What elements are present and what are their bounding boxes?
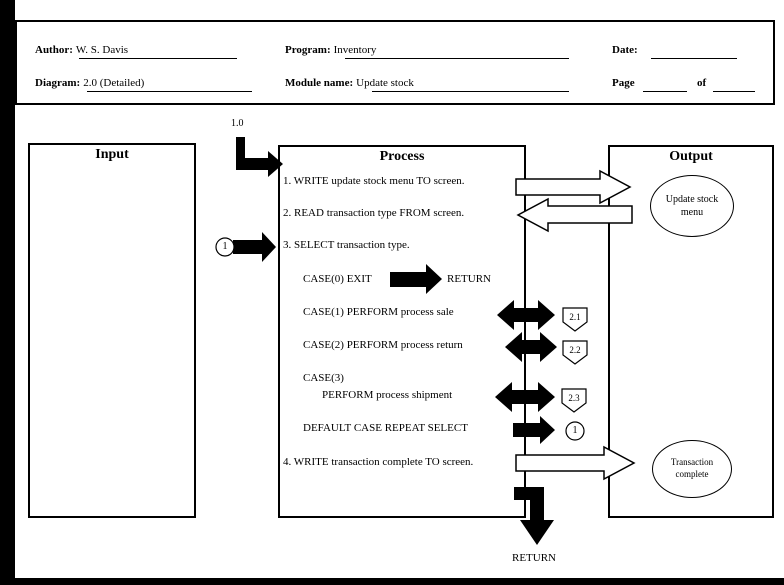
subroutine-2-2-connector bbox=[562, 340, 588, 365]
program-label: Program: bbox=[285, 44, 331, 56]
page-field: Page bbox=[612, 77, 635, 89]
date-field: Date: bbox=[612, 44, 638, 56]
update-stock-menu-output: Update stock menu bbox=[650, 175, 734, 237]
subroutine-2-1-label: 2.1 bbox=[569, 312, 581, 322]
process-box: Process bbox=[278, 145, 526, 518]
page-underline bbox=[643, 91, 687, 92]
output-title: Output bbox=[669, 149, 713, 164]
case-0-text: CASE(0) EXIT bbox=[303, 273, 372, 285]
subroutine-2-1-connector bbox=[562, 307, 588, 332]
case-1-text: CASE(1) PERFORM process sale bbox=[303, 306, 454, 318]
complete-output-arrow bbox=[515, 445, 636, 481]
loop-arrow bbox=[233, 232, 276, 262]
entry-arrow bbox=[236, 137, 283, 177]
module-value: Update stock bbox=[356, 77, 414, 89]
process-step-1: 1. WRITE update stock menu TO screen. bbox=[283, 175, 465, 187]
diagram-value: 2.0 (Detailed) bbox=[83, 77, 145, 89]
diagram-field: Diagram:2.0 (Detailed) bbox=[35, 77, 144, 89]
return-arrow bbox=[514, 487, 554, 545]
transaction-complete-output: Transaction complete bbox=[652, 440, 732, 498]
input-title: Input bbox=[95, 147, 129, 162]
program-underline bbox=[345, 58, 569, 59]
input-box: Input bbox=[28, 143, 196, 518]
read-input-arrow bbox=[516, 197, 633, 233]
author-label: Author: bbox=[35, 44, 73, 56]
author-field: Author:W. S. Davis bbox=[35, 44, 128, 56]
program-field: Program:Inventory bbox=[285, 44, 376, 56]
page-label: Page bbox=[612, 77, 635, 89]
of-field: of bbox=[697, 77, 706, 89]
exit-return-label: RETURN bbox=[512, 552, 556, 564]
diagram-header: Author:W. S. Davis Program:Inventory Dat… bbox=[15, 20, 775, 105]
entry-label: 1.0 bbox=[231, 118, 244, 129]
loop-target-circle bbox=[565, 421, 585, 441]
of-label: of bbox=[697, 77, 707, 89]
author-value: W. S. Davis bbox=[75, 44, 129, 56]
subroutine-2-3-label: 2.3 bbox=[568, 393, 580, 403]
menu-output-arrow bbox=[515, 169, 632, 205]
author-underline bbox=[79, 58, 237, 59]
date-underline bbox=[651, 58, 737, 59]
process-step-2: 2. READ transaction type FROM screen. bbox=[283, 207, 465, 219]
module-underline bbox=[372, 91, 569, 92]
case-3-text: CASE(3) bbox=[303, 372, 344, 384]
case2-double-arrow bbox=[505, 332, 557, 362]
case-2-text: CASE(2) PERFORM process return bbox=[303, 339, 463, 351]
subroutine-2-3-connector bbox=[561, 388, 587, 413]
case-0-return: RETURN bbox=[447, 273, 491, 285]
subroutine-2-2-label: 2.2 bbox=[569, 345, 581, 355]
module-label: Module name: bbox=[285, 77, 354, 89]
case3-double-arrow bbox=[495, 382, 555, 412]
process-step-4: 4. WRITE transaction complete TO screen. bbox=[283, 456, 474, 468]
exit-arrow bbox=[390, 264, 442, 294]
default-arrow bbox=[513, 416, 555, 444]
module-field: Module name:Update stock bbox=[285, 77, 414, 89]
of-underline bbox=[713, 91, 755, 92]
default-case-text: DEFAULT CASE REPEAT SELECT bbox=[303, 422, 468, 434]
program-value: Inventory bbox=[333, 44, 377, 56]
loop-connector-label: 1 bbox=[222, 241, 228, 252]
date-label: Date: bbox=[612, 44, 638, 56]
diagram-underline bbox=[87, 91, 252, 92]
case1-double-arrow bbox=[497, 300, 555, 330]
diagram-label: Diagram: bbox=[35, 77, 81, 89]
process-step-3: 3. SELECT transaction type. bbox=[283, 239, 410, 251]
process-title: Process bbox=[379, 149, 425, 164]
loop-connector-circle bbox=[215, 237, 235, 257]
loop-target-label: 1 bbox=[572, 425, 578, 436]
case-3-perform: PERFORM process shipment bbox=[322, 389, 453, 401]
